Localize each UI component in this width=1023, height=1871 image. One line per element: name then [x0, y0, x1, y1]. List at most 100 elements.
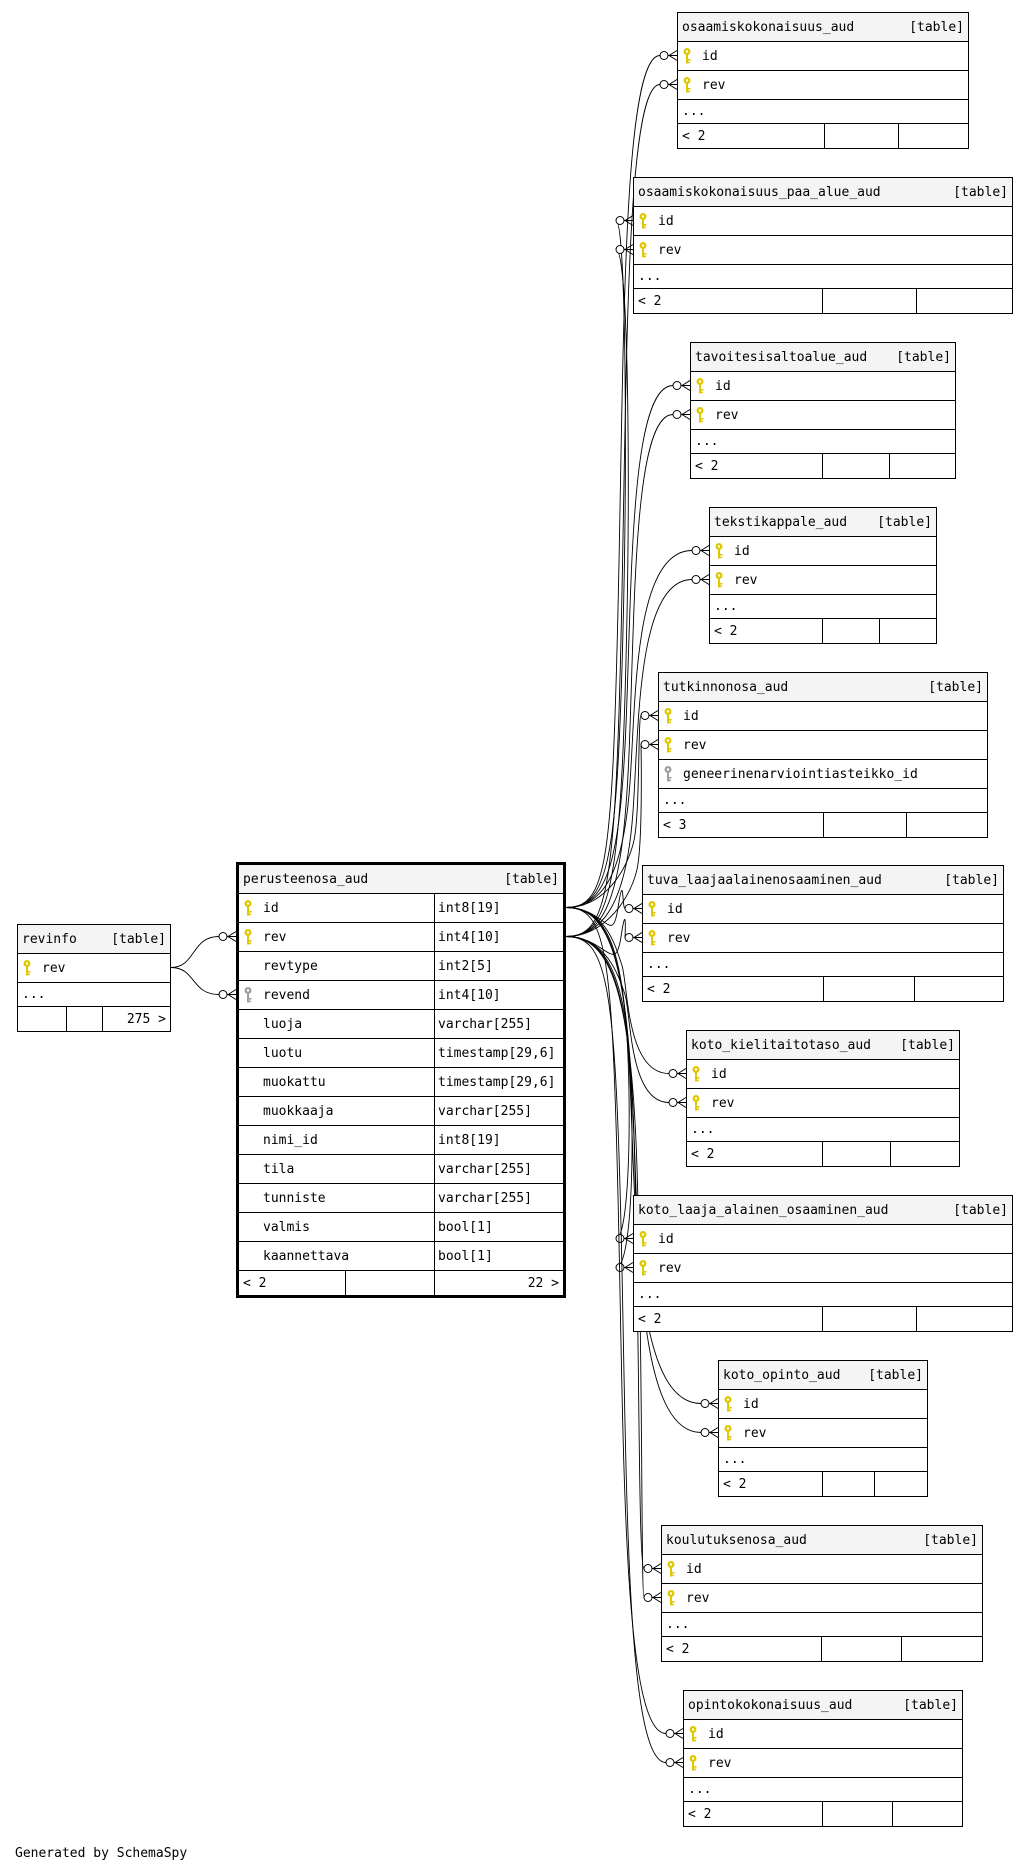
- parents-count-link[interactable]: < 2: [638, 293, 662, 309]
- column-row[interactable]: rev: [634, 1253, 1012, 1282]
- parents-count-link[interactable]: < 2: [638, 1311, 662, 1327]
- parents-count-link[interactable]: < 2: [647, 981, 671, 997]
- parents-count-link[interactable]: < 2: [243, 1275, 267, 1291]
- parents-count-link[interactable]: < 3: [663, 817, 687, 833]
- table-header[interactable]: koto_opinto_aud[table]: [719, 1361, 927, 1389]
- column-row[interactable]: rev: [684, 1748, 962, 1777]
- table-header[interactable]: tekstikappale_aud[table]: [710, 508, 936, 536]
- column-row[interactable]: rev: [678, 70, 968, 99]
- parents-count-link[interactable]: < 2: [723, 1476, 747, 1492]
- table-name[interactable]: koto_opinto_aud: [723, 1367, 841, 1383]
- column-row[interactable]: id: [659, 701, 987, 730]
- parents-count-link[interactable]: [18, 1007, 66, 1031]
- table-header[interactable]: osaamiskokonaisuus_paa_alue_aud[table]: [634, 178, 1012, 206]
- column-row[interactable]: rev: [634, 235, 1012, 264]
- parents-count-link[interactable]: < 2: [695, 458, 719, 474]
- table-name[interactable]: koto_laaja_alainen_osaaminen_aud: [638, 1202, 889, 1218]
- table-name[interactable]: osaamiskokonaisuus_paa_alue_aud: [638, 184, 881, 200]
- column-row[interactable]: rev: [687, 1088, 959, 1117]
- column-row[interactable]: id: [684, 1719, 962, 1748]
- table-header[interactable]: opintokokonaisuus_aud[table]: [684, 1691, 962, 1719]
- children-count-link[interactable]: [914, 977, 1003, 1001]
- more-columns-ellipsis[interactable]: ...: [691, 429, 955, 453]
- more-columns-ellipsis[interactable]: ...: [719, 1447, 927, 1471]
- table-name[interactable]: perusteenosa_aud: [243, 871, 369, 887]
- table-header[interactable]: perusteenosa_aud[table]: [239, 865, 563, 893]
- column-row[interactable]: rev: [719, 1418, 927, 1447]
- column-row[interactable]: id: [710, 536, 936, 565]
- table-header[interactable]: tavoitesisaltoalue_aud[table]: [691, 343, 955, 371]
- column-row[interactable]: rev: [18, 953, 170, 982]
- column-row[interactable]: id: [662, 1554, 982, 1583]
- parents-count-link[interactable]: < 2: [666, 1641, 690, 1657]
- table-name[interactable]: koto_kielitaitotaso_aud: [691, 1037, 872, 1053]
- table-revinfo[interactable]: revinfo[table]rev...275 >: [17, 924, 171, 1032]
- column-row[interactable]: id: [634, 1224, 1012, 1253]
- table-header[interactable]: koulutuksenosa_aud[table]: [662, 1526, 982, 1554]
- more-columns-ellipsis[interactable]: ...: [710, 594, 936, 618]
- children-count-link[interactable]: [916, 289, 1012, 313]
- parents-count-link[interactable]: < 2: [714, 623, 738, 639]
- children-count-link[interactable]: [901, 1637, 982, 1661]
- table-header[interactable]: tutkinnonosa_aud[table]: [659, 673, 987, 701]
- column-row[interactable]: geneerinenarviointiasteikko_id: [659, 759, 987, 788]
- table-name[interactable]: opintokokonaisuus_aud: [688, 1697, 853, 1713]
- children-count-link[interactable]: [874, 1472, 927, 1496]
- children-count-link[interactable]: [890, 1142, 959, 1166]
- table-name[interactable]: tavoitesisaltoalue_aud: [695, 349, 868, 365]
- column-row[interactable]: id: [687, 1059, 959, 1088]
- children-count-link[interactable]: 275 >: [102, 1007, 170, 1031]
- more-columns-ellipsis[interactable]: ...: [18, 982, 170, 1006]
- more-columns-ellipsis[interactable]: ...: [684, 1777, 962, 1801]
- more-columns-ellipsis[interactable]: ...: [662, 1612, 982, 1636]
- column-row[interactable]: rev: [659, 730, 987, 759]
- more-columns-ellipsis[interactable]: ...: [634, 1282, 1012, 1306]
- parents-count-link[interactable]: < 2: [688, 1806, 712, 1822]
- children-count-link[interactable]: [898, 124, 968, 148]
- column-row[interactable]: id: [678, 41, 968, 70]
- table-name[interactable]: tutkinnonosa_aud: [663, 679, 789, 695]
- table-koto-laaja-alainen-osaaminen-aud[interactable]: koto_laaja_alainen_osaaminen_aud[table]i…: [633, 1195, 1013, 1332]
- children-count-link[interactable]: [906, 813, 987, 837]
- table-name[interactable]: tekstikappale_aud: [714, 514, 848, 530]
- table-header[interactable]: revinfo[table]: [18, 925, 170, 953]
- table-osaamiskokonaisuus-paa-alue-aud[interactable]: osaamiskokonaisuus_paa_alue_aud[table]id…: [633, 177, 1013, 314]
- children-count-link[interactable]: [879, 619, 936, 643]
- children-count-link[interactable]: [892, 1802, 962, 1826]
- table-header[interactable]: osaamiskokonaisuus_aud[table]: [678, 13, 968, 41]
- table-header[interactable]: koto_kielitaitotaso_aud[table]: [687, 1031, 959, 1059]
- children-count-link[interactable]: [889, 454, 955, 478]
- column-row[interactable]: id: [691, 371, 955, 400]
- table-name[interactable]: tuva_laajaalainenosaaminen_aud: [647, 872, 882, 888]
- children-count-link[interactable]: 22 >: [434, 1271, 563, 1295]
- column-row[interactable]: id: [634, 206, 1012, 235]
- table-name[interactable]: revinfo: [22, 931, 77, 947]
- column-row[interactable]: rev: [643, 923, 1003, 952]
- more-columns-ellipsis[interactable]: ...: [659, 788, 987, 812]
- children-count-link[interactable]: [916, 1307, 1012, 1331]
- more-columns-ellipsis[interactable]: ...: [634, 264, 1012, 288]
- table-header[interactable]: tuva_laajaalainenosaaminen_aud[table]: [643, 866, 1003, 894]
- more-columns-ellipsis[interactable]: ...: [678, 99, 968, 123]
